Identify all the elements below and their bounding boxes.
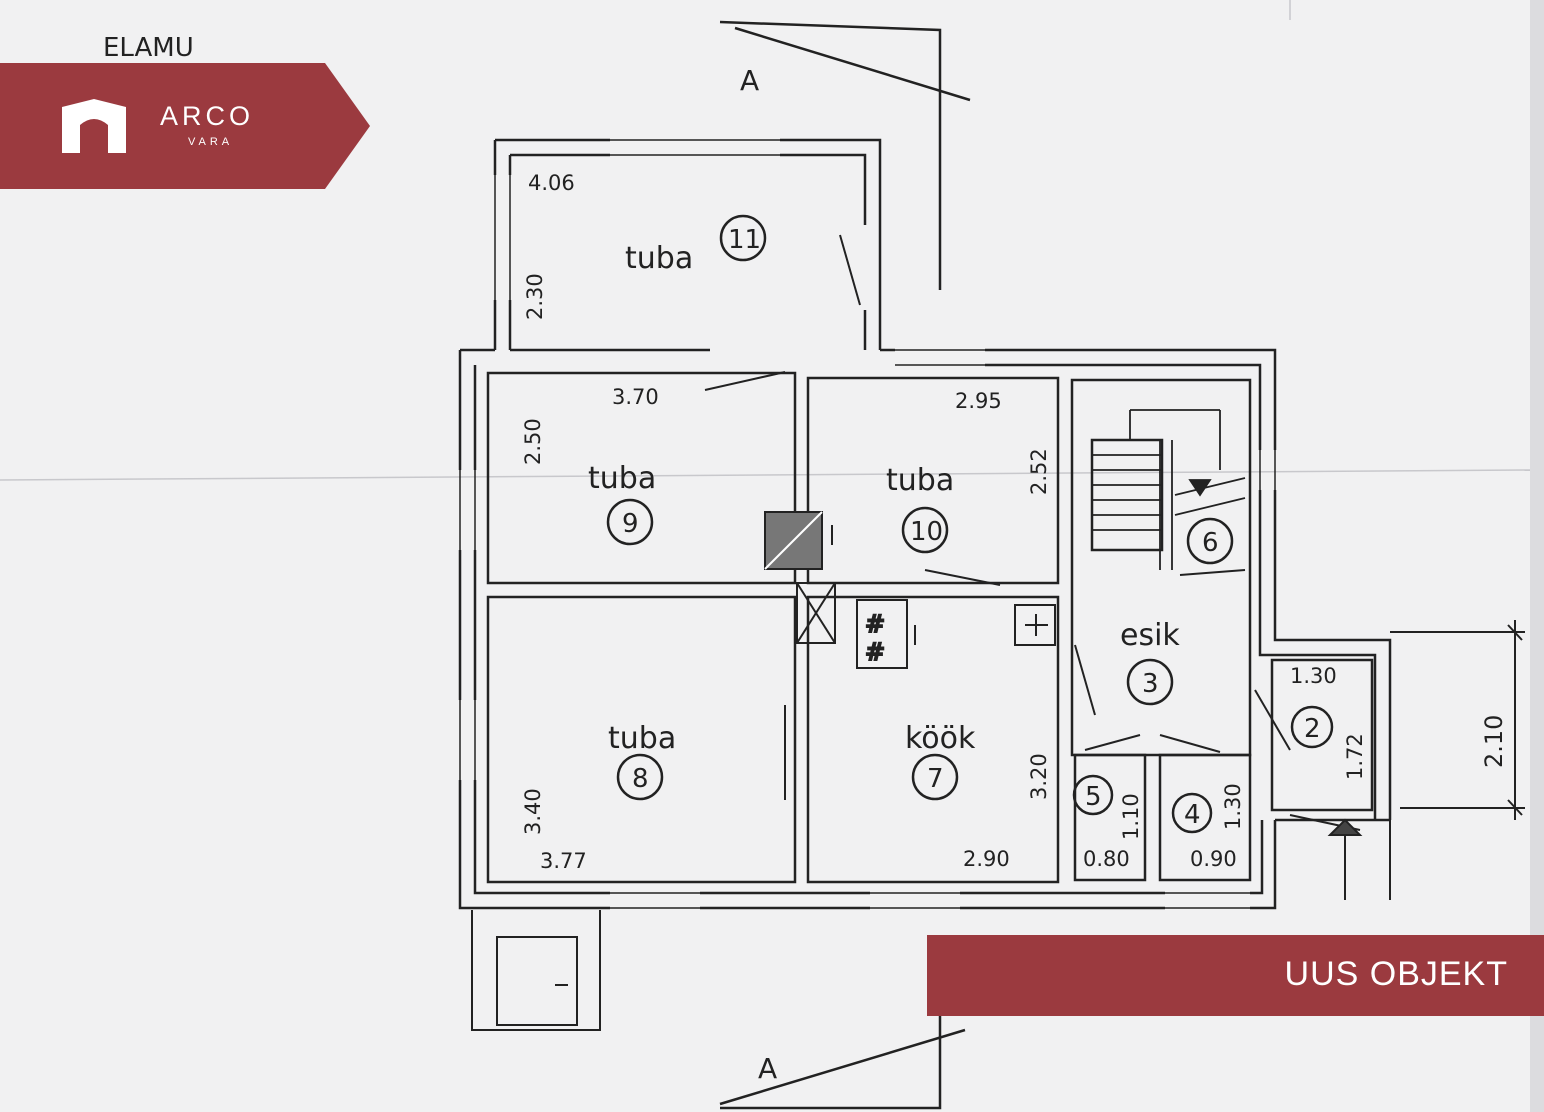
dim-r8-width: 3.77 — [540, 849, 587, 873]
room-11-label: tuba — [625, 241, 693, 276]
dim-r10-depth: 2.52 — [1027, 448, 1051, 495]
room-11-number: 11 — [728, 225, 761, 255]
room-8-number: 8 — [632, 764, 649, 794]
section-line-bottom — [719, 1000, 966, 1110]
stairs — [1092, 409, 1246, 570]
dim-r7-width: 2.90 — [963, 847, 1010, 871]
dim-r11-width: 4.06 — [528, 171, 575, 195]
section-line-top — [719, 20, 971, 290]
dim-r4-width: 0.90 — [1190, 847, 1237, 871]
new-listing-badge: UUS OBJEKT — [927, 935, 1544, 1016]
porch — [471, 910, 601, 1031]
room-9-label: tuba — [588, 461, 656, 496]
dim-r8-depth: 3.40 — [521, 788, 545, 835]
room-10-label: tuba — [886, 463, 954, 498]
room-3-label: esik — [1120, 618, 1180, 653]
dim-r11-depth: 2.30 — [523, 273, 547, 320]
brand-name: ARCO — [160, 101, 255, 131]
room-4-number: 4 — [1184, 800, 1201, 830]
dim-r5-width: 0.80 — [1083, 847, 1130, 871]
plan-heading: ELAMU — [103, 33, 194, 63]
room-6-number: 6 — [1202, 528, 1219, 558]
section-marker-top: A — [740, 64, 759, 97]
room-10-number: 10 — [910, 517, 943, 547]
walls — [458, 138, 1392, 910]
room-2-number: 2 — [1304, 714, 1321, 744]
doors — [704, 234, 1361, 831]
room-3-number: 3 — [1142, 669, 1159, 699]
room-circles — [606, 214, 1334, 834]
dim-r10-width: 2.95 — [955, 389, 1002, 413]
dim-r7-depth: 3.20 — [1027, 753, 1051, 800]
room-7-number: 7 — [927, 764, 944, 794]
svg-text:#: # — [865, 638, 885, 666]
brand-sub: VARA — [188, 136, 234, 148]
brand-banner[interactable]: ARCO VARA — [0, 63, 370, 189]
room-7-label: köök — [905, 721, 976, 756]
dim-r4-depth: 1.30 — [1221, 783, 1245, 830]
dimension-line — [1327, 620, 1525, 900]
section-marker-bottom: A — [758, 1052, 777, 1085]
room-5-number: 5 — [1085, 782, 1102, 812]
dim-outer-height: 2.10 — [1480, 715, 1508, 768]
house-logo-icon — [62, 99, 126, 153]
stove: # # — [856, 599, 1056, 669]
chimney — [764, 511, 836, 644]
room-9-number: 9 — [622, 509, 639, 539]
dim-r2-width: 1.30 — [1290, 664, 1337, 688]
badge-label: UUS OBJEKT — [1284, 955, 1508, 993]
paper-edge — [1530, 0, 1544, 1112]
dim-r2-depth: 1.72 — [1343, 733, 1367, 780]
dim-r9-depth: 2.50 — [521, 418, 545, 465]
svg-text:#: # — [865, 610, 885, 638]
dim-r5-depth: 1.10 — [1119, 793, 1143, 840]
room-8-label: tuba — [608, 721, 676, 756]
dim-r9-width: 3.70 — [612, 385, 659, 409]
